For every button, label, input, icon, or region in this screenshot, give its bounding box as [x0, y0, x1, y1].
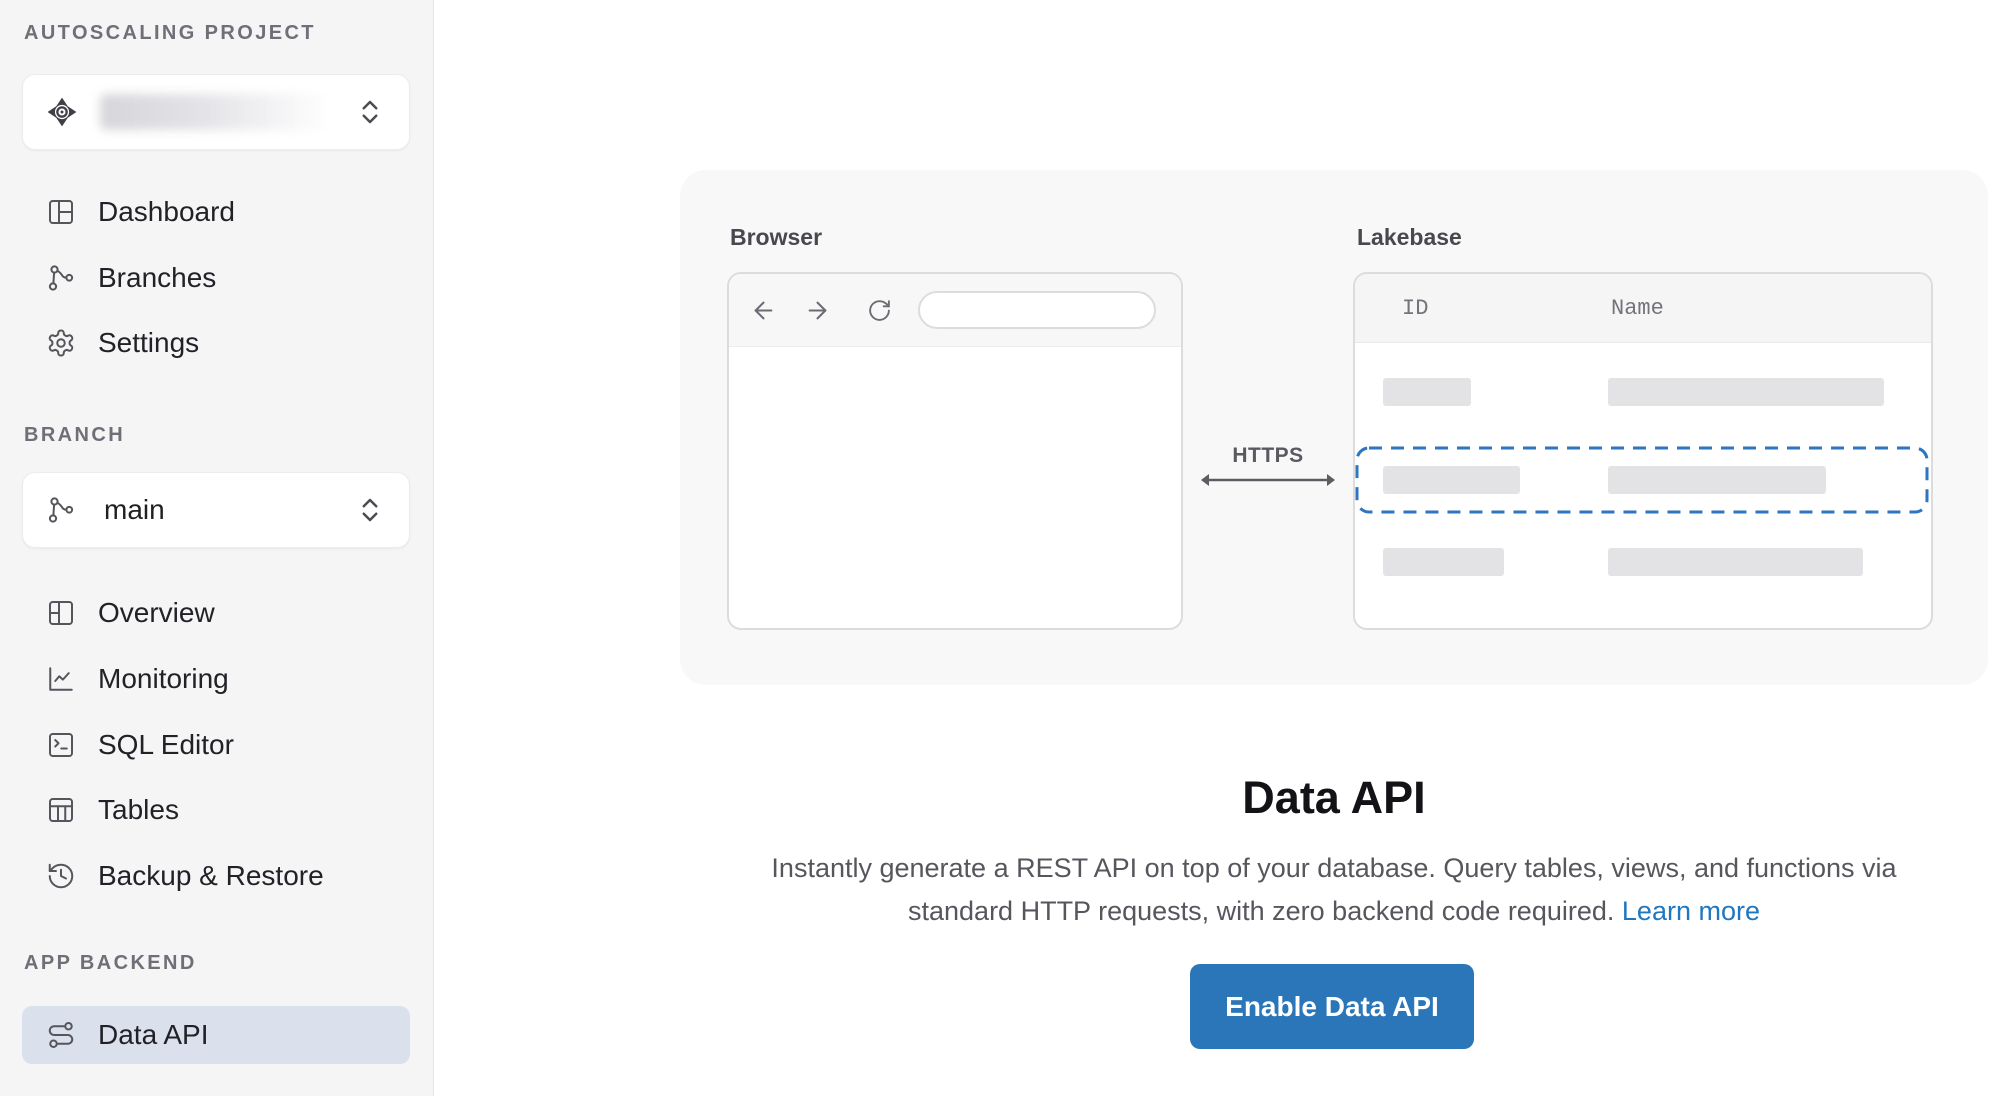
sidebar-item-label: SQL Editor	[98, 729, 234, 760]
terminal-icon	[46, 730, 76, 760]
column-header-id: ID	[1402, 296, 1429, 321]
https-label: HTTPS	[1232, 444, 1304, 467]
sidebar-item-sql-editor[interactable]: SQL Editor	[22, 716, 410, 774]
sidebar-item-label: Overview	[98, 597, 215, 628]
enable-data-api-button[interactable]: Enable Data API	[1190, 964, 1474, 1049]
placeholder-cell	[1383, 378, 1471, 406]
arrow-left-icon	[750, 297, 777, 324]
branch-section-label: BRANCH	[24, 424, 126, 446]
dashboard-icon	[46, 197, 76, 227]
sidebar-item-label: Branches	[98, 262, 217, 293]
page-title: Data API	[1242, 772, 1426, 824]
placeholder-cell	[1608, 378, 1884, 406]
chevrons-up-down-icon	[355, 97, 385, 127]
column-header-name: Name	[1611, 296, 1664, 321]
git-branch-icon	[46, 495, 76, 525]
sidebar-item-label: Monitoring	[98, 663, 229, 694]
arrow-right-icon	[804, 297, 831, 324]
project-selector[interactable]	[22, 74, 410, 150]
chevrons-up-down-icon	[355, 495, 385, 525]
sidebar-item-label: Tables	[98, 794, 179, 825]
sidebar: AUTOSCALING PROJECT	[0, 0, 434, 1096]
sidebar-item-tables[interactable]: Tables	[22, 781, 410, 839]
target-icon	[46, 96, 78, 128]
sidebar-item-data-api[interactable]: Data API	[22, 1006, 410, 1064]
lakebase-table-mockup: ID Name	[1353, 272, 1933, 630]
browser-toolbar	[729, 274, 1181, 347]
branch-selector-value: main	[104, 494, 165, 525]
sidebar-item-monitoring[interactable]: Monitoring	[22, 650, 410, 708]
layout-icon	[46, 598, 76, 628]
highlighted-row-dashed-border	[1355, 446, 1929, 514]
description-line-1: Instantly generate a REST API on top of …	[771, 853, 1897, 883]
route-icon	[46, 1020, 76, 1050]
double-arrow-icon	[1198, 470, 1338, 490]
refresh-icon	[867, 298, 892, 323]
app-backend-section-label: APP BACKEND	[24, 952, 197, 974]
git-branch-icon	[46, 263, 76, 293]
sidebar-item-settings[interactable]: Settings	[22, 314, 410, 372]
placeholder-cell	[1608, 466, 1826, 494]
sidebar-item-label: Settings	[98, 327, 200, 358]
browser-panel-label: Browser	[730, 224, 823, 250]
branch-selector[interactable]: main	[22, 472, 410, 548]
placeholder-cell	[1608, 548, 1863, 576]
sidebar-item-label: Dashboard	[98, 196, 235, 227]
sidebar-item-dashboard[interactable]: Dashboard	[22, 183, 410, 241]
sidebar-item-label: Backup & Restore	[98, 860, 324, 891]
project-section-label: AUTOSCALING PROJECT	[24, 22, 316, 44]
sidebar-item-label: Data API	[98, 1019, 209, 1050]
placeholder-cell	[1383, 466, 1520, 494]
project-name-redacted	[100, 94, 336, 130]
chart-line-icon	[46, 664, 76, 694]
sidebar-item-branches[interactable]: Branches	[22, 249, 410, 307]
gear-icon	[46, 328, 76, 358]
sidebar-item-backup-restore[interactable]: Backup & Restore	[22, 847, 410, 905]
description-line-2: standard HTTP requests, with zero backen…	[908, 896, 1615, 926]
placeholder-cell	[1383, 548, 1504, 576]
table-header-row: ID Name	[1355, 274, 1931, 343]
page-description: Instantly generate a REST API on top of …	[620, 847, 2000, 933]
sidebar-item-overview[interactable]: Overview	[22, 584, 410, 642]
table-icon	[46, 795, 76, 825]
lakebase-panel-label: Lakebase	[1357, 224, 1462, 250]
history-icon	[46, 861, 76, 891]
url-field	[918, 291, 1156, 329]
browser-window-mockup	[727, 272, 1183, 630]
learn-more-link[interactable]: Learn more	[1621, 896, 1760, 926]
